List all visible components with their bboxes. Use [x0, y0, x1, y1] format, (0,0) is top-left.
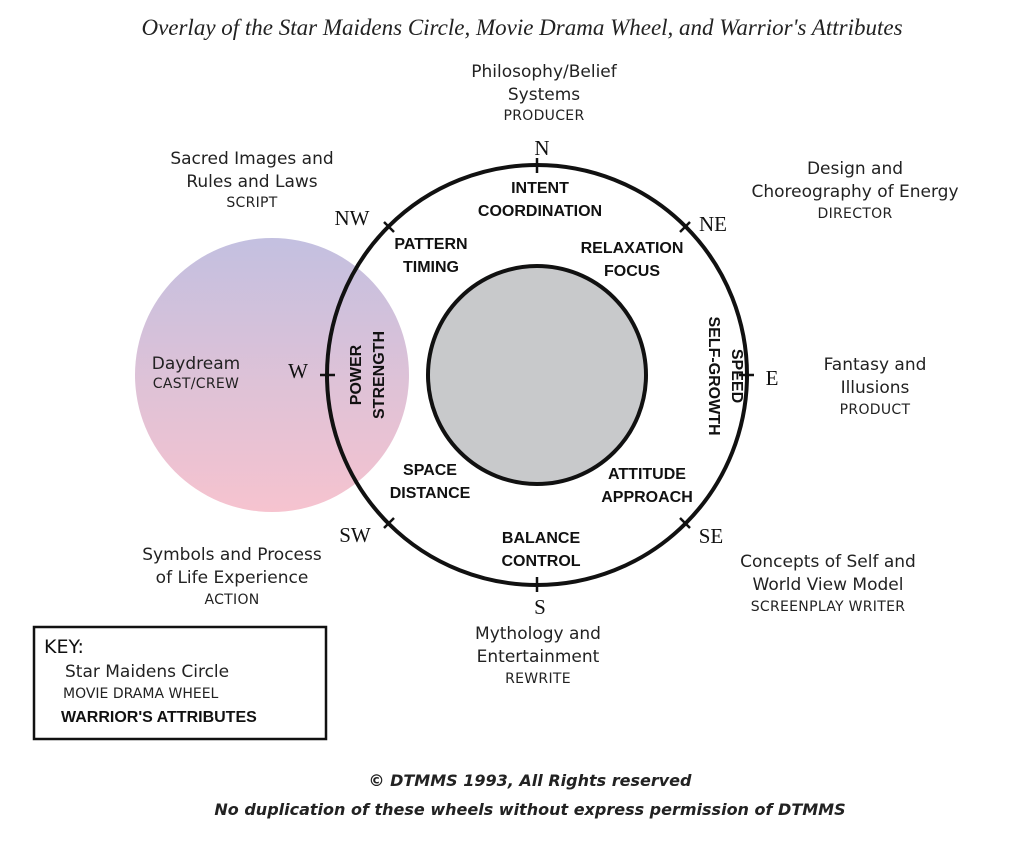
outer-label-west: Daydream CAST/CREW	[152, 354, 240, 392]
warrior-northwest: PATTERN TIMING	[394, 236, 467, 276]
warrior-east-1: SPEED	[728, 349, 745, 403]
tick-northwest	[383, 221, 395, 233]
star-maidens-southwest-2: of Life Experience	[156, 568, 309, 588]
key-warrior: WARRIOR'S ATTRIBUTES	[61, 709, 257, 726]
drama-northwest: SCRIPT	[226, 195, 277, 211]
warrior-southeast: ATTITUDE APPROACH	[601, 466, 693, 506]
outer-label-southwest: Symbols and Process of Life Experience A…	[142, 545, 322, 608]
daydream-highlight-circle	[135, 238, 409, 512]
star-maidens-northwest-2: Rules and Laws	[186, 172, 317, 192]
footer-notice: No duplication of these wheels without e…	[214, 800, 845, 819]
compass-ne: NE	[699, 212, 727, 236]
star-maidens-southwest: Symbols and Process	[142, 545, 322, 565]
drama-north: PRODUCER	[504, 108, 585, 124]
warrior-west-1: POWER	[348, 344, 365, 405]
star-maidens-northwest: Sacred Images and	[170, 149, 333, 169]
warrior-southeast-1: ATTITUDE	[608, 466, 686, 483]
star-maidens-east-2: Illusions	[841, 378, 910, 398]
key-heading: KEY:	[44, 636, 84, 658]
warrior-north: INTENT COORDINATION	[478, 180, 602, 220]
warrior-southwest-1: SPACE	[403, 462, 457, 479]
compass-se: SE	[699, 524, 724, 548]
star-maidens-east: Fantasy and	[824, 355, 927, 375]
compass-s: S	[534, 595, 546, 619]
star-maidens-north-2: Systems	[508, 85, 580, 105]
star-maidens-northeast: Design and	[807, 159, 903, 179]
warrior-southeast-2: APPROACH	[601, 489, 693, 506]
warrior-northwest-1: PATTERN	[394, 236, 467, 253]
warrior-south: BALANCE CONTROL	[501, 530, 580, 570]
outer-label-east: Fantasy and Illusions PRODUCT	[824, 355, 927, 418]
outer-label-south: Mythology and Entertainment REWRITE	[475, 624, 601, 687]
warrior-west: POWER STRENGTH	[348, 331, 388, 419]
star-maidens-southeast-2: World View Model	[753, 575, 904, 595]
warrior-east: SPEED SELF-GROWTH	[705, 316, 745, 435]
outer-label-north: Philosophy/Belief Systems PRODUCER	[471, 62, 618, 124]
drama-northeast: DIRECTOR	[818, 206, 893, 222]
compass-nw: NW	[335, 206, 370, 230]
tick-southwest	[383, 517, 395, 529]
tick-northeast	[679, 221, 691, 233]
warrior-northeast-2: FOCUS	[604, 263, 660, 280]
star-maidens-southeast: Concepts of Self and	[740, 552, 916, 572]
drama-southeast: SCREENPLAY WRITER	[751, 599, 906, 615]
key-movie-drama: MOVIE DRAMA WHEEL	[63, 686, 219, 702]
key-box	[32, 625, 328, 741]
warrior-northwest-2: TIMING	[403, 259, 459, 276]
warrior-north-2: COORDINATION	[478, 203, 602, 220]
tick-southeast	[679, 517, 691, 529]
drama-east: PRODUCT	[840, 402, 911, 418]
star-maidens-south-2: Entertainment	[477, 647, 600, 667]
warrior-west-2: STRENGTH	[371, 331, 388, 419]
warrior-southwest-2: DISTANCE	[390, 485, 471, 502]
warrior-southwest: SPACE DISTANCE	[390, 462, 471, 502]
warrior-northeast-1: RELAXATION	[581, 240, 684, 257]
drama-southwest: ACTION	[204, 592, 259, 608]
star-maidens-northeast-2: Choreography of Energy	[751, 182, 958, 202]
compass-w: W	[288, 359, 308, 383]
warrior-east-2: SELF-GROWTH	[705, 316, 722, 435]
diagram-title: Overlay of the Star Maidens Circle, Movi…	[141, 15, 902, 40]
star-maidens-south: Mythology and	[475, 624, 601, 644]
warrior-south-2: CONTROL	[501, 553, 580, 570]
footer-copyright: © DTMMS 1993, All Rights reserved	[369, 771, 692, 790]
outer-label-southeast: Concepts of Self and World View Model SC…	[740, 552, 916, 615]
star-maidens-north: Philosophy/Belief	[471, 62, 618, 82]
outer-label-northwest: Sacred Images and Rules and Laws SCRIPT	[170, 149, 333, 211]
star-maidens-west: Daydream	[152, 354, 240, 374]
compass-sw: SW	[339, 523, 371, 547]
warrior-north-1: INTENT	[511, 180, 569, 197]
drama-west: CAST/CREW	[153, 376, 239, 392]
outer-label-northeast: Design and Choreography of Energy DIRECT…	[751, 159, 958, 222]
compass-n: N	[534, 136, 549, 160]
key-star-maidens: Star Maidens Circle	[65, 662, 229, 682]
warrior-south-1: BALANCE	[502, 530, 581, 547]
inner-center-circle	[426, 264, 648, 486]
drama-south: REWRITE	[505, 671, 571, 687]
compass-e: E	[766, 366, 779, 390]
key-legend: KEY: Star Maidens Circle MOVIE DRAMA WHE…	[32, 625, 328, 741]
warrior-northeast: RELAXATION FOCUS	[581, 240, 684, 280]
